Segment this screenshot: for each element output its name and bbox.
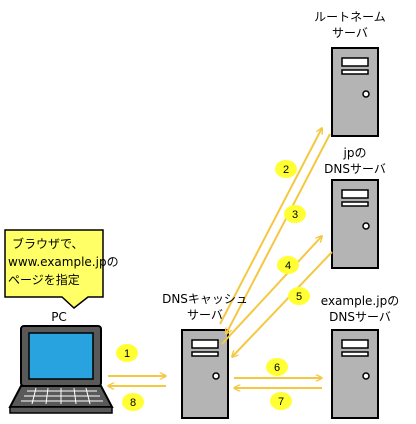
callout-line-2: www.example.jpの: [8, 255, 119, 269]
step-label-8: 8: [130, 397, 136, 409]
step-badge-5: 5: [288, 287, 310, 305]
example-jp-dns-server-icon: [331, 329, 379, 419]
step-badge-3: 3: [284, 205, 306, 223]
step-badge-8: 8: [122, 393, 144, 411]
arrow-step-2: [219, 128, 322, 325]
arrow-step-3: [226, 133, 331, 334]
jp-server-label-line-1: jpの: [343, 146, 367, 160]
callout-line-3: ページを指定: [8, 273, 80, 287]
arrow-step-5: [232, 251, 333, 357]
pc-label: PC: [51, 310, 67, 324]
root-name-server-icon: [331, 47, 379, 137]
jp-dns-server-icon: [331, 179, 379, 269]
step-label-5: 5: [296, 291, 302, 303]
example-server-label-line-2: DNSサーバ: [329, 310, 391, 324]
step-badge-1: 1: [116, 344, 138, 362]
dns-cache-server-icon: [181, 329, 229, 419]
root-server-label-line-2: サーバ: [332, 26, 368, 40]
step-badge-4: 4: [277, 256, 299, 274]
step-badge-6: 6: [266, 358, 288, 376]
step-badge-2: 2: [275, 160, 297, 178]
example-server-label-line-1: example.jpの: [320, 294, 400, 308]
step-label-7: 7: [278, 396, 284, 408]
step-label-2: 2: [283, 164, 289, 176]
step-label-6: 6: [274, 362, 280, 374]
callout-balloon: [4, 229, 104, 309]
cache-server-label-line-1: DNSキャッシュ: [162, 292, 248, 306]
step-badge-7: 7: [270, 392, 292, 410]
pc-laptop-icon: [8, 325, 114, 414]
jp-server-label-line-2: DNSサーバ: [324, 162, 386, 176]
cache-server-label-line-2: サーバ: [187, 308, 223, 322]
callout-line-1: ブラウザで、: [12, 237, 84, 251]
root-server-label-line-1: ルートネーム: [314, 10, 386, 24]
step-label-3: 3: [292, 209, 298, 221]
step-label-1: 1: [124, 348, 130, 360]
step-label-4: 4: [285, 260, 291, 272]
arrow-step-4: [221, 236, 322, 345]
